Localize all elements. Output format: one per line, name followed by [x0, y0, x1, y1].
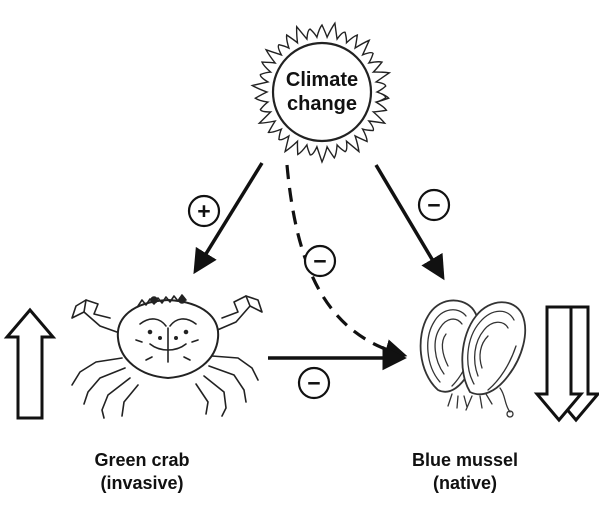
double-down-arrow-icon: [537, 307, 598, 420]
mussel-icon: [421, 300, 526, 417]
sign-plus: +: [197, 198, 210, 224]
sign-minus: −: [427, 192, 440, 218]
crab-icon: [72, 295, 262, 418]
sign-minus: −: [313, 248, 326, 274]
climate-change-label-line2: change: [287, 93, 357, 115]
sign-badge-crab-to-mussel: −: [299, 368, 329, 398]
sign-badge-climate-indirect: −: [305, 246, 335, 276]
green-crab-status: (invasive): [100, 473, 183, 493]
sign-badge-climate-to-crab: +: [189, 196, 219, 226]
blue-mussel-status: (native): [433, 473, 497, 493]
climate-change-label-line1: Climate: [286, 69, 358, 91]
blue-mussel-name: Blue mussel: [412, 450, 518, 470]
sign-minus: −: [307, 370, 320, 396]
up-arrow-icon: [7, 310, 53, 418]
green-crab-name: Green crab: [94, 450, 189, 470]
sign-badge-climate-to-mussel: −: [419, 190, 449, 220]
